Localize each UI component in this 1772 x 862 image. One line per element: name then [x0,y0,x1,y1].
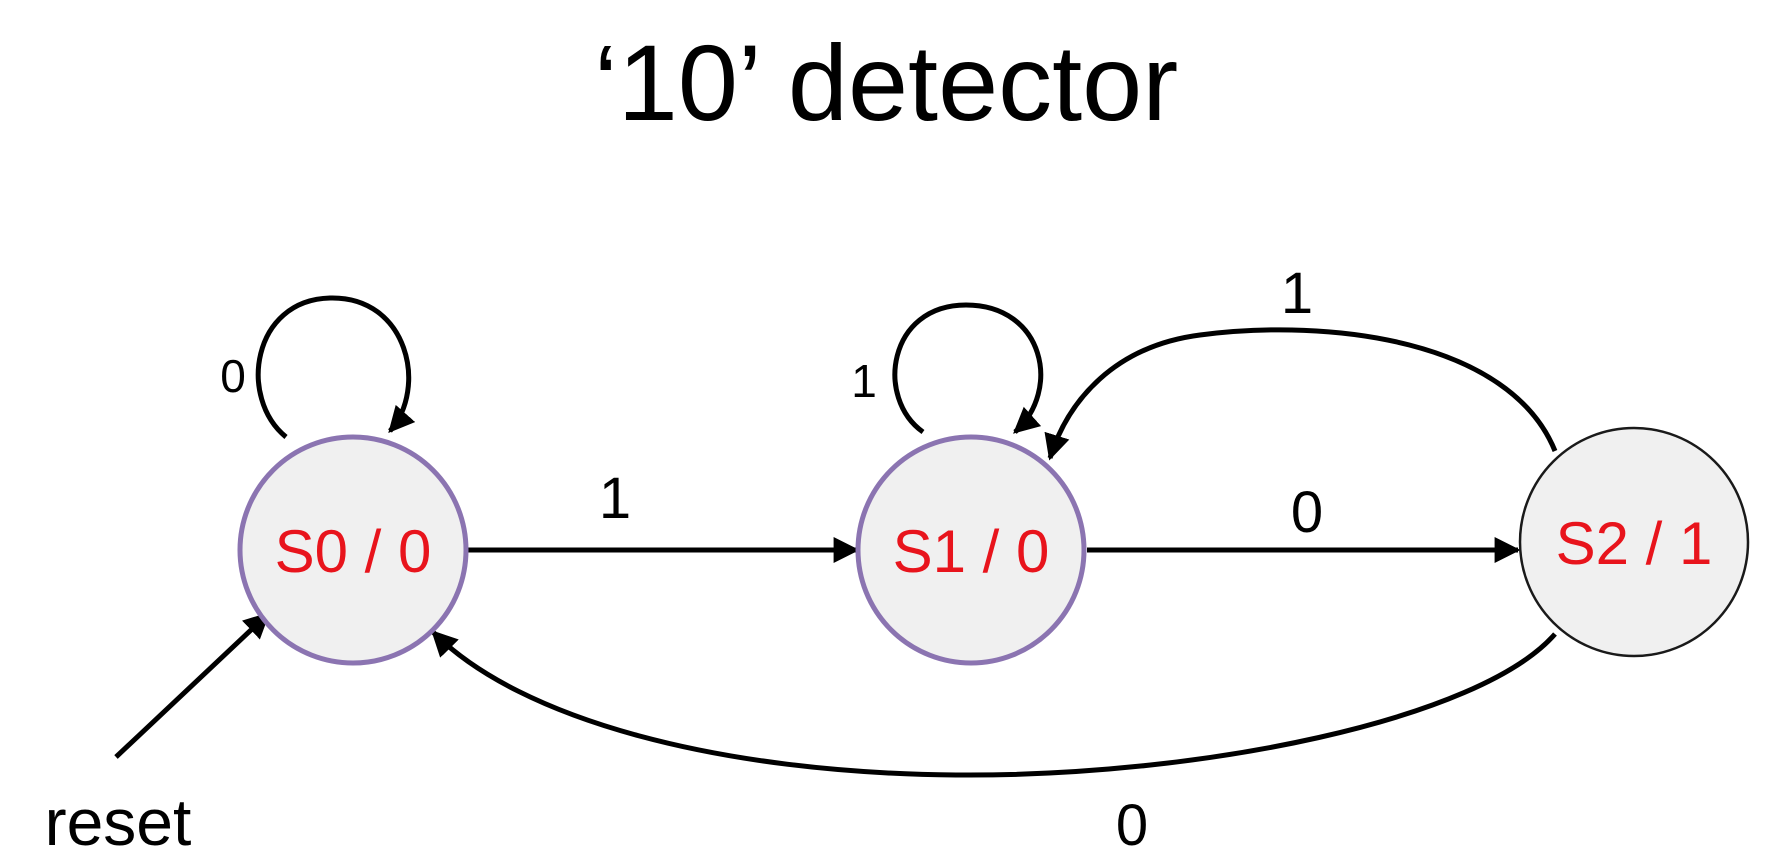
state-circle [237,434,469,666]
state-label: S0 / 0 [275,518,432,585]
edge-label-s2-to-s0: 0 [1116,793,1148,858]
state-label: S2 / 1 [1556,510,1713,577]
state-s1: S1 / 0 [855,434,1087,666]
edge-s1-to-s1 [892,302,1044,435]
state-s2: S2 / 1 [1518,426,1750,658]
edge-label-s2-to-s1: 1 [1281,261,1313,326]
edge-s2-to-s0 [431,630,1557,778]
edge-label-s0-to-s0: 0 [220,350,246,402]
edge-s0-to-s0 [255,295,416,439]
reset-arrow [114,612,270,759]
edge-label-s0-to-s1: 1 [599,466,631,531]
edge-s2-to-s1 [1044,327,1558,461]
state-circle [1518,426,1750,658]
state-label: S1 / 0 [893,518,1050,585]
edge-label-s1-to-s2: 0 [1291,480,1323,545]
diagram-title: ‘10’ detector [594,22,1178,143]
edge-label-s1-to-s1: 1 [851,355,877,407]
reset-label: reset [45,785,192,859]
state-s0: S0 / 0 [237,434,469,666]
state-circle [855,434,1087,666]
